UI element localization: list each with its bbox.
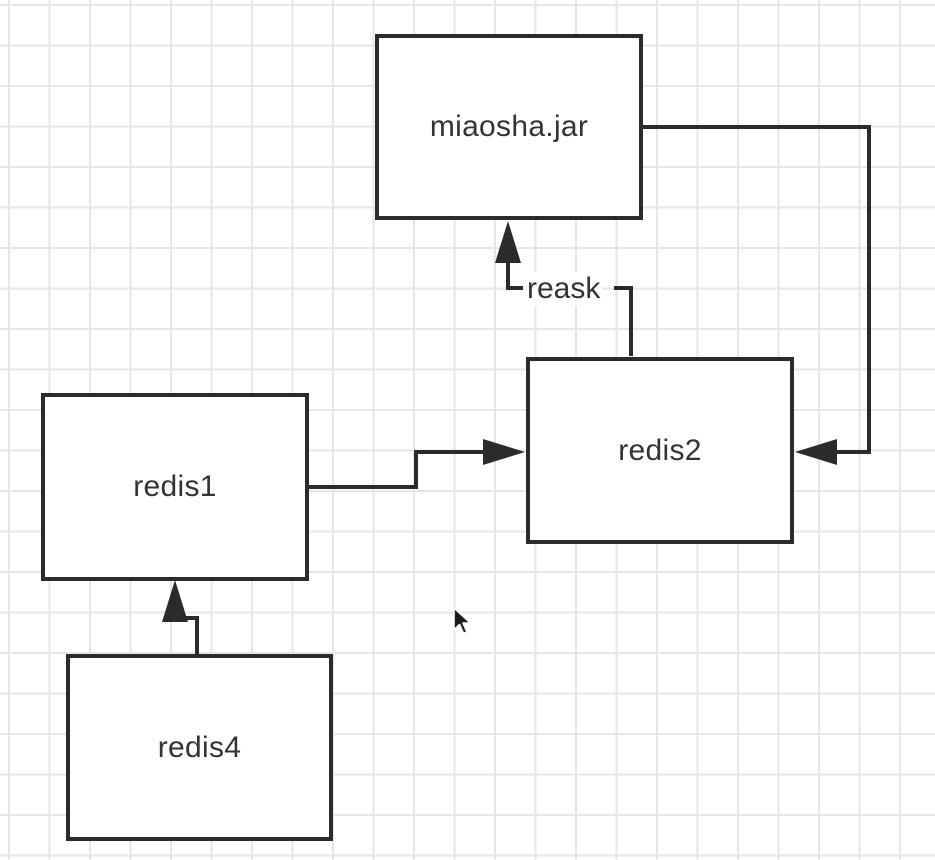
edge-redis1-to-redis2[interactable] bbox=[308, 439, 525, 489]
node-redis4[interactable]: redis4 bbox=[66, 654, 333, 841]
node-label: redis1 bbox=[133, 470, 217, 503]
node-redis1[interactable]: redis1 bbox=[41, 393, 309, 581]
node-redis2[interactable]: redis2 bbox=[526, 357, 794, 544]
edge-miaosha-to-redis2[interactable] bbox=[642, 125, 871, 465]
node-label: redis2 bbox=[618, 433, 702, 467]
node-miaosha-jar[interactable]: miaosha.jar bbox=[375, 34, 643, 220]
node-label: miaosha.jar bbox=[429, 110, 589, 143]
arrowhead-up-icon bbox=[495, 221, 521, 263]
arrowhead-up-icon bbox=[162, 580, 188, 622]
edge-label-reask: reask bbox=[525, 272, 603, 306]
edge-redis4-to-redis1[interactable] bbox=[162, 580, 199, 655]
arrowhead-right-icon bbox=[483, 439, 525, 465]
arrowhead-left-icon bbox=[795, 439, 837, 465]
mouse-pointer-icon bbox=[453, 607, 472, 635]
edge-redis2-to-miaosha[interactable] bbox=[495, 221, 633, 356]
node-label: redis4 bbox=[157, 730, 242, 764]
